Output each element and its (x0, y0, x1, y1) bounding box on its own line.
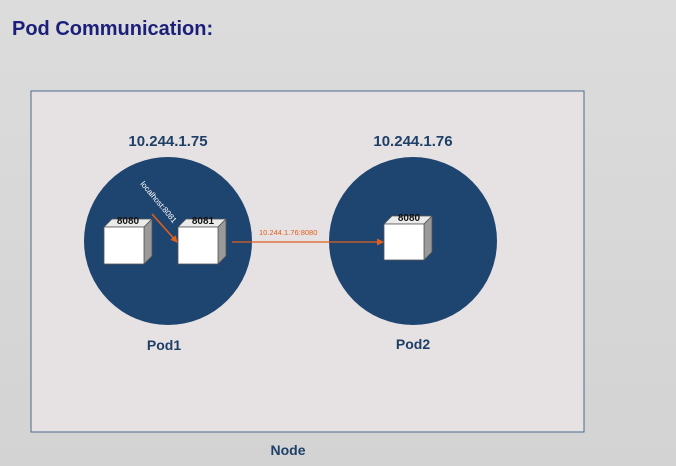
pod2-port-8080-label: 8080 (398, 213, 421, 224)
pod1-name-label: Pod1 (147, 337, 181, 353)
pod1-container-8081: 8081 (177, 216, 227, 265)
pod1-port-8081-label: 8081 (192, 216, 215, 227)
localhost-arrow (151, 213, 178, 243)
node-label: Node (271, 442, 306, 458)
pod2-ip-label: 10.244.1.76 (373, 133, 452, 150)
pod1-port-8080-label: 8080 (117, 216, 140, 227)
pod2-name-label: Pod2 (396, 336, 430, 352)
pod1-container-8080: 8080 (103, 216, 153, 265)
pod1-circle (84, 157, 252, 325)
page-title: Pod Communication: (12, 18, 214, 40)
pod1-ip-label: 10.244.1.75 (128, 133, 207, 150)
pod2-container-8080: 8080 (383, 213, 433, 261)
connection-label: 10.244.1.76:8080 (259, 228, 317, 237)
